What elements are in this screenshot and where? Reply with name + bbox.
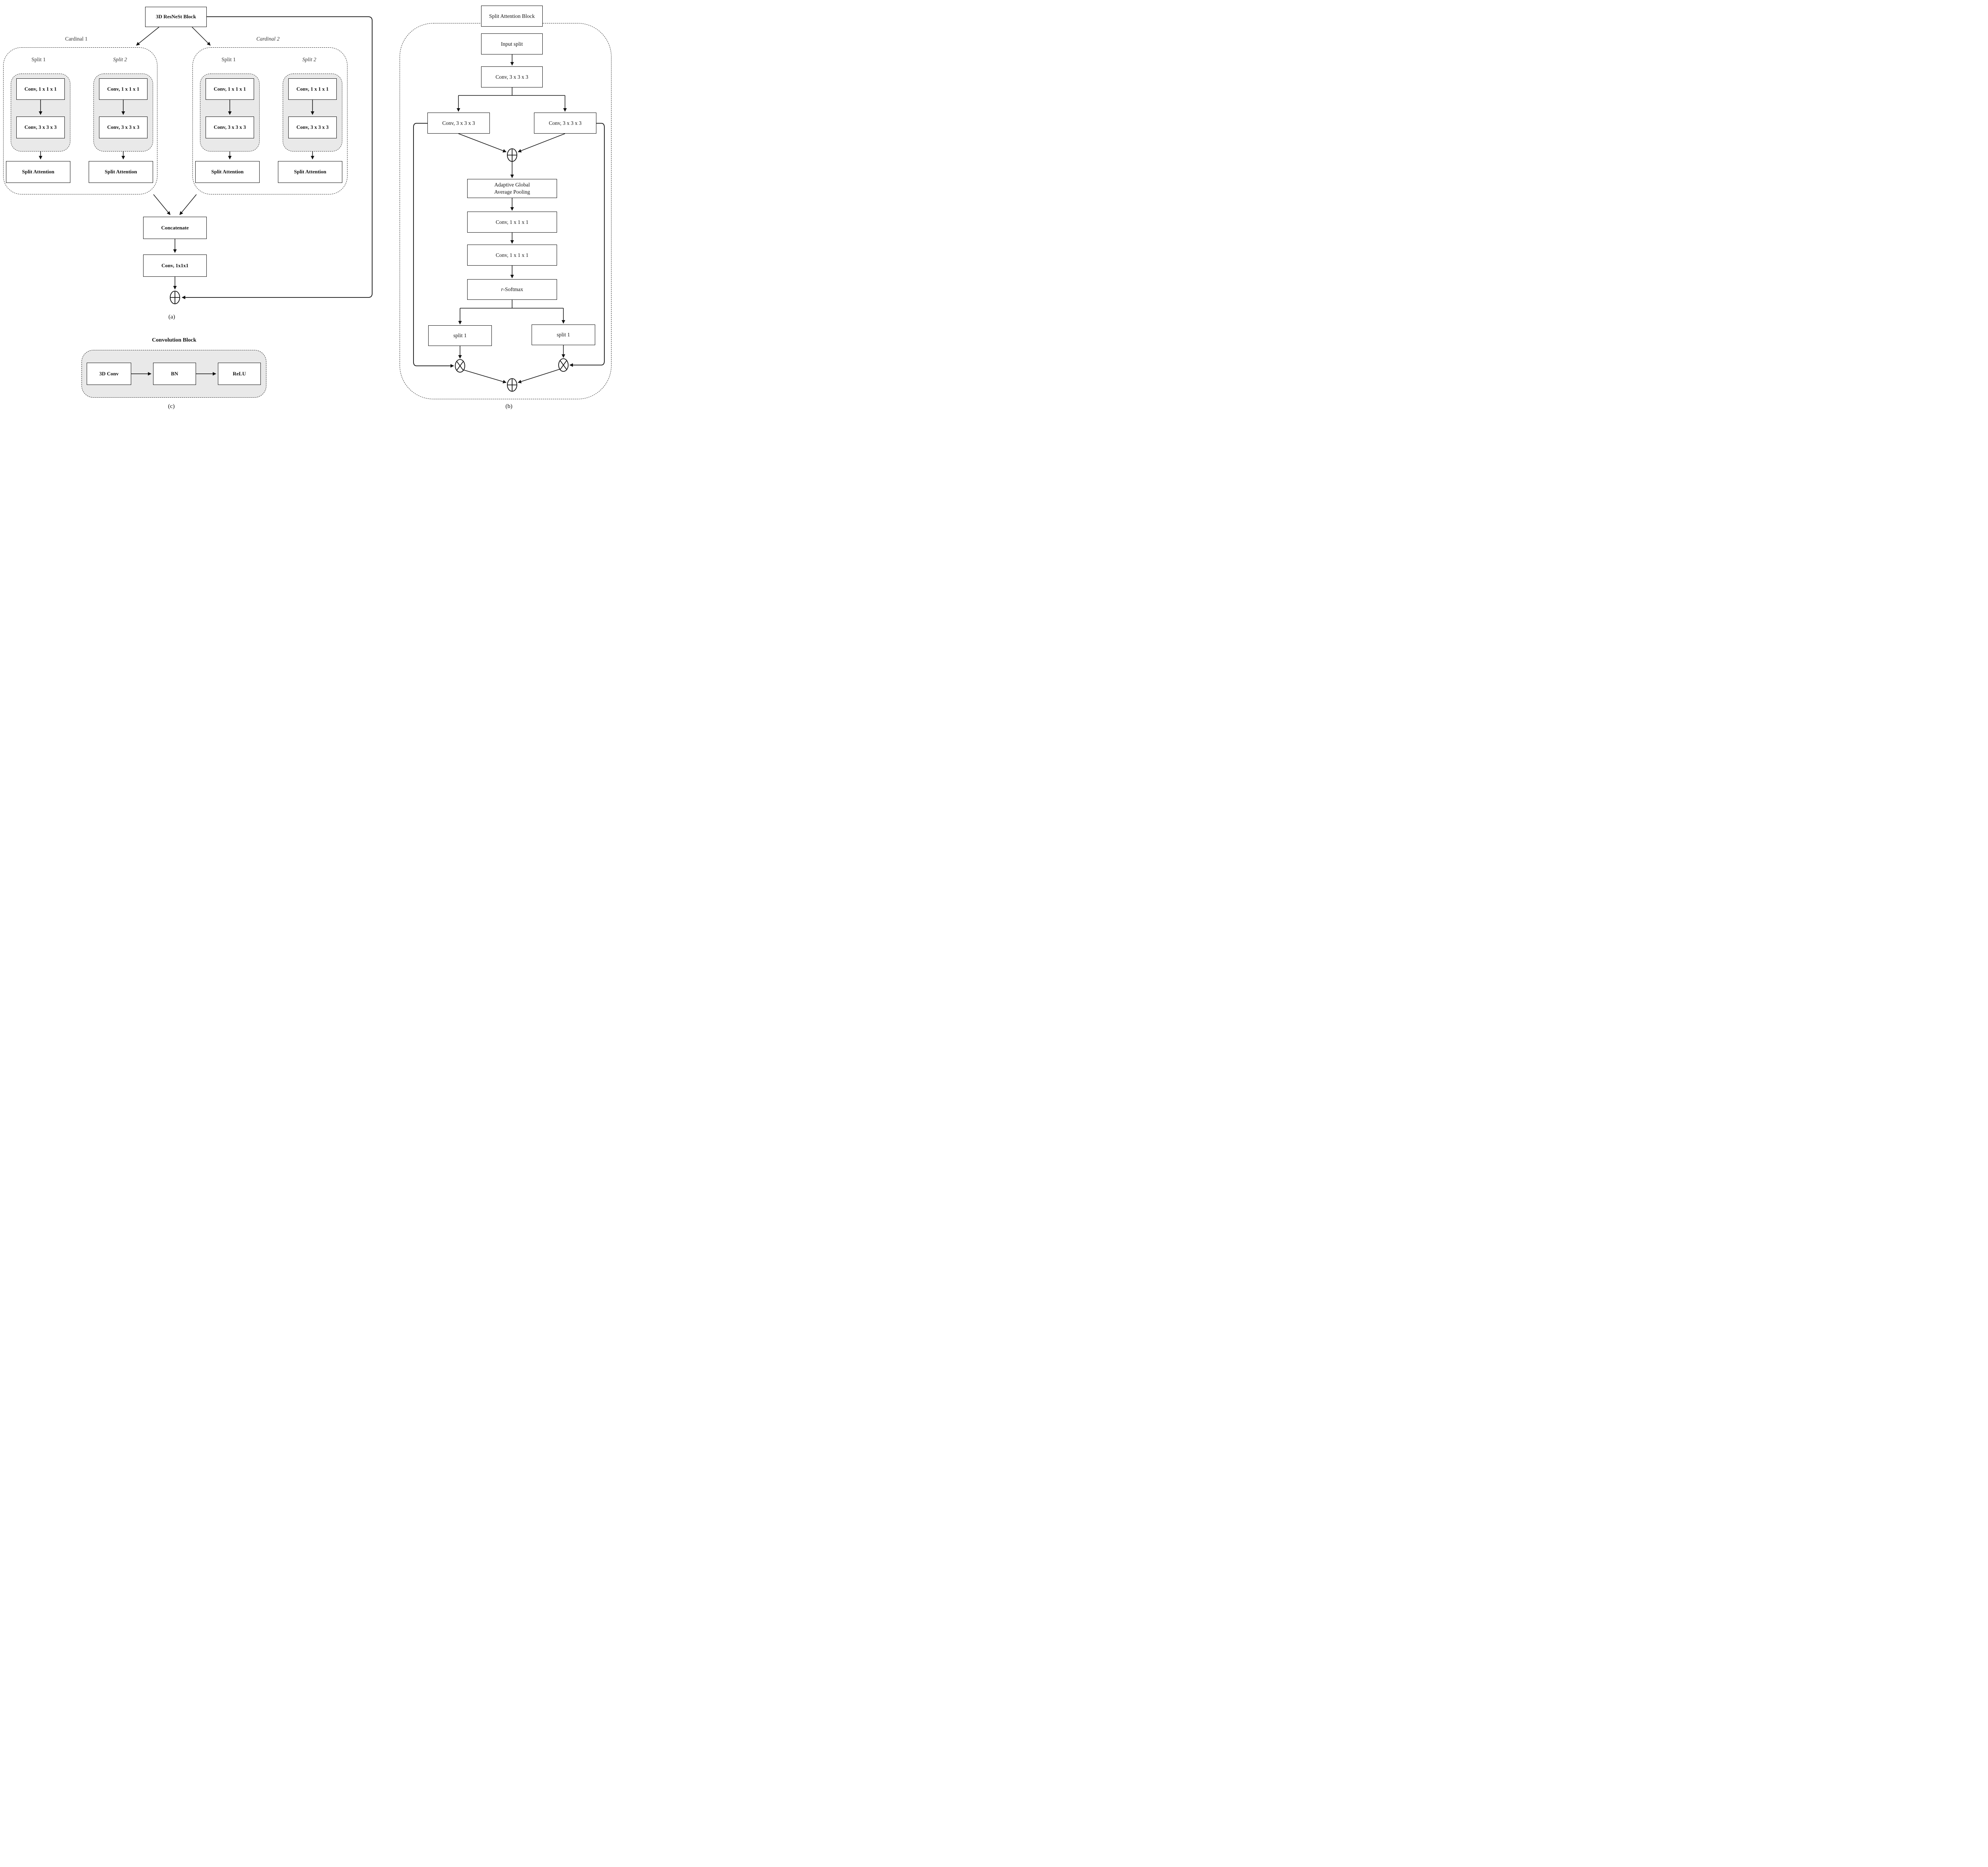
cardinal2-label: Cardinal 2	[256, 36, 280, 42]
split-attention-box: Split Attention	[195, 161, 260, 183]
conv-3x3x3-box: Conv, 3 x 3 x 3	[288, 117, 337, 138]
split-attention-box: Split Attention	[278, 161, 342, 183]
conv-1x1x1-box: Conv, 1 x 1 x 1	[99, 78, 148, 100]
conv-3x3x3-box: Conv, 3 x 3 x 3	[206, 117, 254, 138]
split1-label-c1: Split 1	[31, 56, 46, 62]
add-circle-icon	[170, 291, 180, 304]
conv-1x1x1-b-box: Conv, 1 x 1 x 1	[467, 212, 557, 233]
conv-branch-right-box: Conv, 3 x 3 x 3	[534, 113, 596, 134]
split2-label-c1: Split 2	[113, 56, 127, 62]
batchnorm-box: BN	[153, 363, 196, 385]
adaptive-pooling-box: Adaptive Global Average Pooling	[467, 179, 557, 198]
caption-a: (a)	[168, 314, 175, 320]
arrow-cardinal2-to-concat	[179, 194, 197, 215]
arrow-root-to-cardinal2	[192, 27, 211, 46]
resnest-architecture-diagram: 3D ResNeSt Block Cardinal 1 Cardinal 2 S…	[0, 0, 614, 411]
arrow-cardinal1-to-concat	[153, 194, 171, 215]
conv-3x3x3-box: Conv, 3 x 3 x 3	[99, 117, 148, 138]
conv-branch-left-box: Conv, 3 x 3 x 3	[427, 113, 490, 134]
split2-label-c2: Split 2	[302, 56, 316, 62]
split-attention-box: Split Attention	[89, 161, 153, 183]
input-split-box: Input split	[481, 33, 543, 54]
convolution-block-title: Convolution Block	[152, 337, 196, 343]
split-attention-box: Split Attention	[6, 161, 70, 183]
conv-1x1x1-box: Conv, 1 x 1 x 1	[16, 78, 65, 100]
pooling-line1: Adaptive Global	[494, 182, 530, 188]
conv-3x3x3-box: Conv, 3 x 3 x 3	[16, 117, 65, 138]
pooling-line2: Average Pooling	[494, 189, 530, 195]
r-softmax-box: r-Softmax	[467, 279, 557, 300]
arrow-root-to-cardinal1	[136, 27, 159, 46]
relu-box: ReLU	[218, 363, 261, 385]
caption-c: (c)	[168, 403, 175, 410]
softmax-r: r	[501, 286, 503, 293]
conv3d-box: 3D Conv	[87, 363, 131, 385]
conv-1x1x1-box: Conv, 1 x 1 x 1	[206, 78, 254, 100]
conv-output-box: Conv, 1x1x1	[143, 255, 207, 277]
caption-b: (b)	[505, 403, 513, 410]
split1-left-box: split 1	[428, 325, 492, 346]
cardinal1-label: Cardinal 1	[65, 36, 88, 42]
cardinal1-group-box	[3, 47, 157, 194]
conv-1x1x1-box: Conv, 1 x 1 x 1	[288, 78, 337, 100]
softmax-text: -Softmax	[503, 286, 523, 293]
resnest-block-box: 3D ResNeSt Block	[145, 7, 207, 27]
conv-root-box: Conv, 3 x 3 x 3	[481, 66, 543, 87]
conv-1x1x1-b-box: Conv, 1 x 1 x 1	[467, 245, 557, 266]
concatenate-box: Concatenate	[143, 217, 207, 239]
split-attention-block-title-box: Split Attention Block	[481, 6, 543, 27]
split1-right-box: split 1	[532, 324, 595, 345]
split1-label-c2: Split 1	[221, 56, 236, 62]
